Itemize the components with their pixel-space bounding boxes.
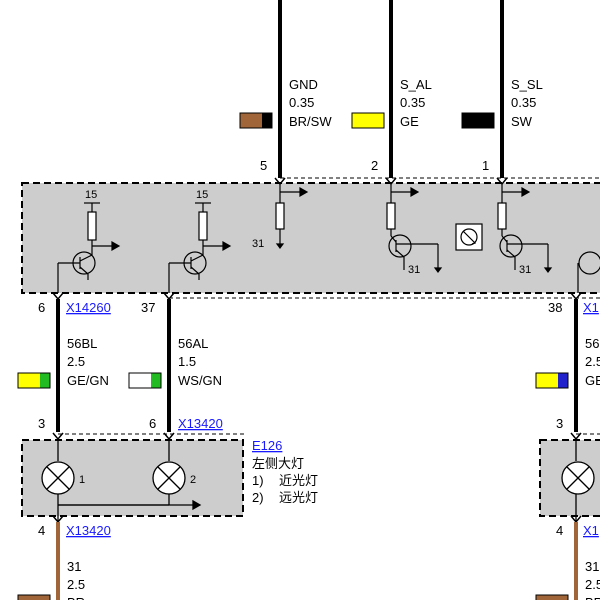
swatch-br-sw [239,112,273,129]
swatch-sw [461,112,495,129]
swatch-ws-gn [128,372,162,389]
svg-text:56AL: 56AL [178,336,208,351]
lamp-high-beam-icon [58,439,202,511]
swatch-ge-gn [17,372,51,389]
input-circuit-gnd [275,184,309,249]
component-name: 左侧大灯 [252,456,304,471]
legend-text: 远光灯 [279,490,318,505]
wire-label-gnd: GND 0.35 BR/SW [289,77,332,129]
svg-text:2.5: 2.5 [67,577,85,592]
pin-5: 5 [260,158,267,173]
svg-text:0.35: 0.35 [289,95,314,110]
connector-x13420-link[interactable]: X13420 [178,416,223,431]
svg-text:GND: GND [289,77,318,92]
svg-text:GE: GE [400,114,419,129]
driver-circuit-high-beam [168,202,232,293]
swatch-br [535,594,569,600]
connector-x13420-link[interactable]: X13420 [66,523,111,538]
swatch-br [17,594,51,600]
connector-x14260-link[interactable]: X14260 [66,300,111,315]
svg-text:56BL: 56BL [67,336,97,351]
pin-37: 37 [141,300,155,315]
svg-text:31: 31 [67,559,81,574]
pin-1: 1 [482,158,489,173]
svg-text:1.5: 1.5 [178,354,196,369]
svg-text:2.5: 2.5 [585,354,600,369]
pin-38: 38 [548,300,562,315]
svg-text:BR/SW: BR/SW [289,114,332,129]
ground-label: 31 [408,264,420,276]
pin-3: 3 [556,416,563,431]
swatch-ge [351,112,385,129]
legend-number: 1) [252,473,264,488]
wire-label-s-sl: S_SL 0.35 SW [511,77,543,129]
pin-2: 2 [371,158,378,173]
input-circuit-s-al [386,184,443,273]
svg-text:0.35: 0.35 [511,95,536,110]
wire-label-56al: 56AL 1.5 WS/GN [178,336,222,388]
svg-text:GE/GN: GE/GN [67,373,109,388]
lamp-number: 1 [79,474,85,486]
wire-label-31-right: 31 2.5 BR [585,559,600,600]
input-circuit-s-sl [497,184,553,273]
pin-6: 6 [149,416,156,431]
pin-6: 6 [38,300,45,315]
connector-x1-link[interactable]: X1 [583,300,599,315]
wire-label-56-right: 56 2.5 GE [585,336,600,388]
svg-text:GE: GE [585,373,600,388]
driver-circuit-low-beam [57,202,121,293]
legend-number: 2) [252,490,264,505]
connector-x1-link[interactable]: X1 [583,523,599,538]
svg-text:SW: SW [511,114,533,129]
sensor-symbol [455,223,483,251]
svg-text:S_AL: S_AL [400,77,432,92]
svg-text:2.5: 2.5 [67,354,85,369]
legend-text: 近光灯 [279,473,318,488]
ground-label: 31 [252,238,264,250]
headlamp-unit [21,439,244,517]
svg-text:31: 31 [585,559,599,574]
pin-3: 3 [38,416,45,431]
svg-text:0.35: 0.35 [400,95,425,110]
swatch-ge-bl [535,372,569,389]
wire-label-s-al: S_AL 0.35 GE [400,77,432,129]
svg-text:BR: BR [585,595,600,600]
component-e126-link[interactable]: E126 [252,438,282,453]
supply-label: 15 [196,189,208,201]
svg-text:56: 56 [585,336,599,351]
wire-label-31-left: 31 2.5 BR [67,559,85,600]
lamp-low-beam-icon [41,439,75,521]
svg-text:S_SL: S_SL [511,77,543,92]
lamp-number: 2 [190,474,196,486]
pin-4: 4 [38,523,45,538]
svg-text:2.5: 2.5 [585,577,600,592]
ground-label: 31 [519,264,531,276]
svg-text:BR: BR [67,595,85,600]
lamp-right-icon [561,439,595,521]
control-module [21,182,600,294]
wire-label-56bl: 56BL 2.5 GE/GN [67,336,109,388]
pin-4: 4 [556,523,563,538]
driver-circuit-right [577,251,600,293]
svg-text:WS/GN: WS/GN [178,373,222,388]
supply-label: 15 [85,189,97,201]
